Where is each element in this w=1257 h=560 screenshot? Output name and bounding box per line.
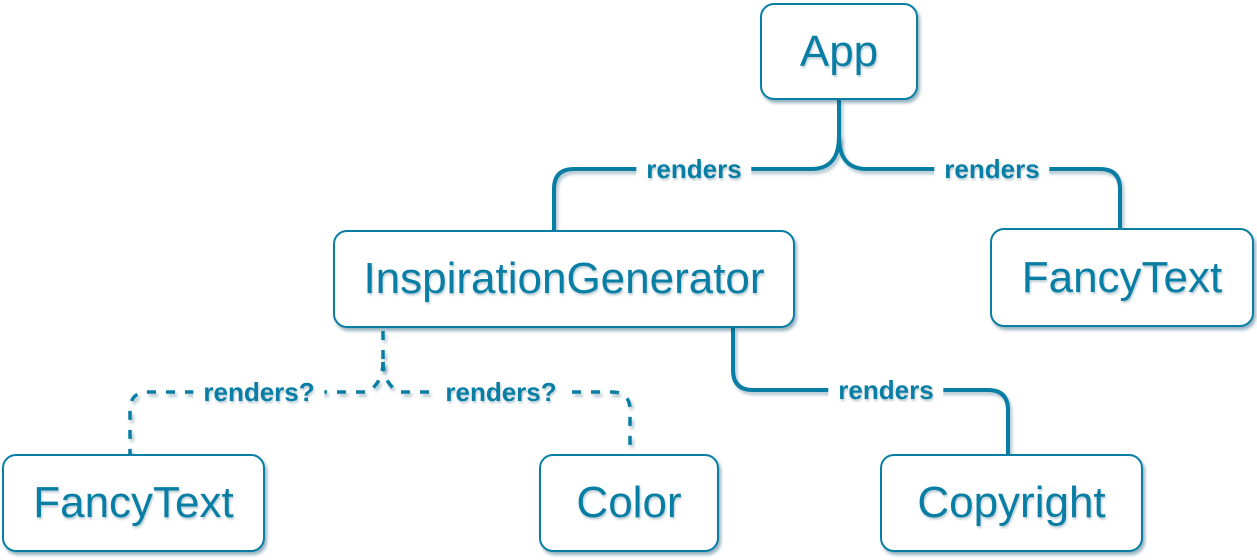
- node-color-label: Color: [576, 478, 682, 527]
- node-fancy-text-bottom-label: FancyText: [33, 478, 234, 527]
- edge-inspirationgenerator-fancytext-optional: [128, 361, 385, 454]
- edge-inspirationgenerator-color-optional: [381, 361, 632, 454]
- edge-label-renders-copyright: renders: [828, 375, 944, 405]
- node-fancy-text-top: FancyText: [990, 228, 1254, 327]
- node-copyright: Copyright: [880, 454, 1143, 552]
- node-copyright-label: Copyright: [917, 478, 1106, 527]
- edge-label-renders-app-fancytext: renders: [934, 154, 1050, 184]
- node-app-label: App: [799, 26, 879, 76]
- node-app: App: [760, 3, 918, 100]
- edge-label-renders-app-inspirationgenerator: renders: [636, 154, 752, 184]
- edge-app-fancytext: [837, 135, 1122, 228]
- node-fancy-text-top-label: FancyText: [1021, 252, 1223, 302]
- node-color: Color: [539, 454, 719, 552]
- edge-app-inspirationgenerator: [552, 135, 841, 230]
- node-fancy-text-bottom: FancyText: [2, 454, 265, 552]
- node-inspiration-generator: InspirationGenerator: [333, 230, 795, 328]
- edge-label-renders-optional-color: renders?: [435, 377, 567, 407]
- edge-label-renders-optional-fancytext: renders?: [193, 377, 325, 407]
- node-inspiration-generator-label: InspirationGenerator: [363, 254, 765, 303]
